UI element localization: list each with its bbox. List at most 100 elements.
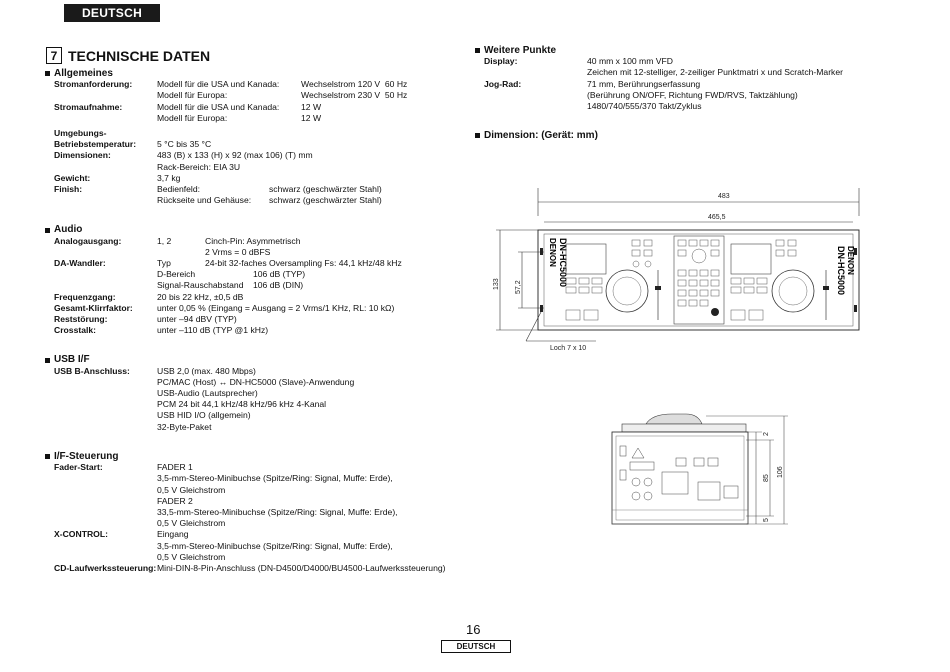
- spec-key: Reststörung:: [54, 314, 108, 325]
- spec-value: 12 W: [301, 101, 322, 112]
- heading-dimension: Dimension: (Gerät: mm): [475, 130, 904, 141]
- spec-row: PCM 24 bit 44,1 kHz/48 kHz/96 kHz 4-Kana…: [54, 399, 474, 410]
- center-section: [673, 235, 725, 325]
- display-right: [730, 243, 772, 275]
- spec-row: 3,5-mm-Stereo-Minibuchse (Spitze/Ring: S…: [54, 473, 474, 484]
- spec-row: X-CONTROL: Eingang: [54, 529, 474, 540]
- rack-hole: [854, 248, 857, 255]
- spec-key: CD-Laufwerkssteuerung:: [54, 562, 157, 573]
- heading-allgemeines: Allgemeines: [45, 68, 474, 79]
- jog-wheel-right: [771, 269, 815, 313]
- spec-key: Stromanforderung:: [54, 79, 133, 90]
- spec-label: Modell für Europa:: [157, 90, 228, 101]
- language-tab: DEUTSCH: [64, 4, 160, 22]
- spec-value: PCM 24 bit 44,1 kHz/48 kHz/96 kHz 4-Kana…: [157, 399, 327, 410]
- rear-view-drawing: 2 85 5 106: [611, 413, 788, 525]
- spec-label: 1, 2: [157, 235, 172, 246]
- spec-value: Cinch-Pin: Asymmetrisch: [205, 235, 301, 246]
- bullet-square-icon: [45, 357, 50, 363]
- spec-value: USB HID I/O (allgemein): [157, 410, 251, 421]
- spec-value: 20 bis 22 kHz, ±0,5 dB: [157, 291, 244, 302]
- heading-text: Allgemeines: [54, 68, 113, 79]
- spec-key: Betriebstemperatur:: [54, 139, 137, 150]
- spec-row: Signal-Rauschabstand 106 dB (DIN): [54, 280, 474, 291]
- heading-text: Weitere Punkte: [484, 45, 557, 56]
- spec-row: Reststörung: unter –94 dBV (TYP): [54, 314, 474, 325]
- hole-label: Loch 7 x 10: [550, 345, 586, 352]
- dim-width-inner: 465,5: [708, 214, 726, 221]
- spec-row: USB-Audio (Lautsprecher): [54, 388, 474, 399]
- spec-value: USB 2,0 (max. 480 Mbps): [157, 365, 256, 376]
- spec-value: 106 dB (TYP): [253, 269, 306, 280]
- spec-key: Gesamt-Klirrfaktor:: [54, 302, 133, 313]
- spec-row: (Berührung ON/OFF, Richtung FWD/RVS, Tak…: [484, 90, 904, 101]
- spec-label: Signal-Rauschabstand: [157, 280, 244, 291]
- spec-key: Stromaufnahme:: [54, 101, 123, 112]
- spec-value: 0,5 V Gleichstrom: [157, 518, 226, 529]
- brand-logo-right: DENON: [846, 246, 855, 275]
- spec-label: Modell für die USA und Kanada:: [157, 101, 280, 112]
- spec-row: Crosstalk: unter –110 dB (TYP @1 kHz): [54, 325, 474, 336]
- section-number: 7: [46, 47, 62, 64]
- heading-weitere: Weitere Punkte: [475, 45, 904, 56]
- spec-key: Gewicht:: [54, 172, 91, 183]
- spec-value: 3,5-mm-Stereo-Minibuchse (Spitze/Ring: S…: [157, 473, 393, 484]
- bullet-square-icon: [45, 453, 50, 459]
- heading-if-steuerung: I/F-Steuerung: [45, 451, 474, 462]
- spec-row: 32-Byte-Paket: [54, 422, 474, 433]
- spec-label: D-Bereich: [157, 269, 196, 280]
- heading-text: Dimension: (Gerät: mm): [484, 130, 598, 142]
- spec-row: 0,5 V Gleichstrom: [54, 485, 474, 496]
- spec-label: Modell für Europa:: [157, 112, 228, 123]
- spec-value: 3,7 kg: [157, 172, 181, 183]
- spec-key: Frequenzgang:: [54, 291, 116, 302]
- spec-row: PC/MAC (Host) ↔ DN-HC5000 (Slave)-Anwend…: [54, 377, 474, 388]
- spec-row: Frequenzgang: 20 bis 22 kHz, ±0,5 dB: [54, 292, 474, 303]
- spec-row: 33,5-mm-Stereo-Minibuchse (Spitze/Ring: …: [54, 507, 474, 518]
- spec-row: Gesamt-Klirrfaktor: unter 0,05 % (Eingan…: [54, 303, 474, 314]
- spec-value: PC/MAC (Host) ↔ DN-HC5000 (Slave)-Anwend…: [157, 376, 355, 387]
- spec-label: Modell für die USA und Kanada:: [157, 79, 280, 90]
- spec-value: schwarz (geschwärzter Stahl): [269, 184, 382, 195]
- dim-side-bottom: 5: [763, 518, 770, 522]
- spec-value: unter –94 dBV (TYP): [157, 314, 237, 325]
- bullet-square-icon: [45, 71, 50, 77]
- spec-row: D-Bereich 106 dB (TYP): [54, 269, 474, 280]
- right-column: Weitere Punkte Display: 40 mm x 100 mm V…: [475, 45, 904, 141]
- front-view-drawing: 483 465,5 133 57,2 Loch 7 x 10 DENON DN-…: [493, 188, 860, 352]
- spec-key: Fader-Start:: [54, 462, 103, 473]
- spec-value: Rack-Bereich: EIA 3U: [157, 161, 241, 172]
- spec-row: Umgebungs-: [54, 128, 474, 139]
- spec-row: Display: 40 mm x 100 mm VFD: [484, 56, 904, 67]
- heading-text: I/F-Steuerung: [54, 450, 119, 462]
- spec-row: USB HID I/O (allgemein): [54, 410, 474, 421]
- spec-value: unter –110 dB (TYP @1 kHz): [157, 325, 269, 336]
- spec-key: Dimensionen:: [54, 150, 111, 161]
- spec-value: 106 dB (DIN): [253, 280, 304, 291]
- display-left: [565, 243, 607, 275]
- spec-label: Rückseite und Gehäuse:: [157, 195, 252, 206]
- heading-usb: USB I/F: [45, 354, 474, 365]
- spec-value: Wechselstrom 120 V 60 Hz: [301, 79, 408, 90]
- spec-value: 3,5-mm-Stereo-Minibuchse (Spitze/Ring: S…: [157, 540, 393, 551]
- model-label-right: DN-HC5000: [836, 246, 846, 295]
- spec-value: Zeichen mit 12-stelliger, 2-zeiliger Pun…: [587, 67, 843, 78]
- spec-value: FADER 1: [157, 462, 193, 473]
- spec-row: Betriebstemperatur: 5 °C bis 35 °C: [54, 139, 474, 150]
- spec-value: 33,5-mm-Stereo-Minibuchse (Spitze/Ring: …: [157, 506, 398, 517]
- bullet-square-icon: [475, 48, 480, 54]
- spec-key: Analogausgang:: [54, 235, 122, 246]
- section-title-text: TECHNISCHE DATEN: [68, 47, 211, 64]
- spec-row: Stromaufnahme: Modell für die USA und Ka…: [54, 102, 474, 113]
- spec-value: 71 mm, Berührungserfassung: [587, 78, 701, 89]
- dim-side-top: 2: [763, 432, 770, 436]
- bullet-square-icon: [45, 227, 50, 233]
- page-number: 16: [466, 622, 481, 637]
- model-label-left: DN-HC5000: [558, 238, 568, 287]
- heading-audio: Audio: [45, 224, 474, 235]
- spec-key: Finish:: [54, 184, 83, 195]
- spec-row: Zeichen mit 12-stelliger, 2-zeiliger Pun…: [484, 67, 904, 78]
- spec-row: Analogausgang: 1, 2 Cinch-Pin: Asymmetris…: [54, 236, 474, 247]
- spec-key: Crosstalk:: [54, 325, 97, 336]
